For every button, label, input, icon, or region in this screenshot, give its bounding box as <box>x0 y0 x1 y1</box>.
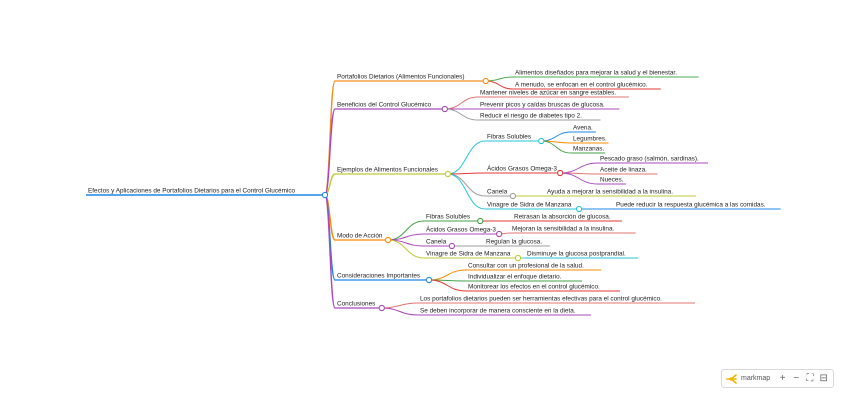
branch-node-4: Consideraciones Importantes <box>337 273 420 280</box>
link-branch-4-child-0 <box>429 269 467 281</box>
mindmap-links <box>86 76 781 316</box>
zoom-in-button[interactable]: + <box>779 373 786 384</box>
toggle-circle-3-1[interactable] <box>495 230 503 238</box>
leaf-node-2-0-0: Avena. <box>573 125 593 132</box>
leaf-node-2-1-1: Aceite de linaza. <box>600 167 647 174</box>
link-child-2-0-leaf-0 <box>541 131 572 142</box>
toggle-circle-4[interactable] <box>425 276 433 284</box>
link-branch-1-child-0 <box>444 96 479 110</box>
leaf-node-2-0-1: Legumbres. <box>573 136 607 143</box>
link-root-branch-5 <box>324 194 336 309</box>
child-node-2-1: Ácidos Grasos Omega-3 <box>487 164 557 173</box>
branch-node-1: Beneficios del Control Glucémico <box>337 102 432 109</box>
child-node-3-1: Ácidos Grasos Omega-3 <box>426 225 496 234</box>
child-node-4-0: Consultar con un profesional de la salud… <box>468 263 584 270</box>
child-node-5-0: Los portafolios dietarios pueden ser her… <box>420 296 662 303</box>
child-node-2-2: Canela <box>487 189 508 196</box>
link-child-2-1-leaf-0 <box>560 162 599 174</box>
toggle-circle-3[interactable] <box>384 236 392 244</box>
child-node-3-0: Fibras Solubles <box>426 214 470 221</box>
toggle-circle-2-3[interactable] <box>575 205 583 213</box>
zoom-out-button[interactable]: − <box>793 373 800 384</box>
link-branch-5-child-1 <box>381 307 419 316</box>
child-node-5-1: Se deben incorporar de manera consciente… <box>420 308 576 315</box>
leaf-node-2-1-0: Pescado graso (salmón, sardinas). <box>600 156 699 163</box>
child-node-1-2: Reducir el riesgo de diabetes tipo 2. <box>480 113 582 120</box>
branch-node-0: Portafolios Dietarios (Alimentos Funcion… <box>337 74 465 81</box>
leaf-node-3-3-0: Disminuye la glucosa postprandial. <box>527 251 626 258</box>
child-node-0-0: Alimentos diseñados para mejorar la salu… <box>515 70 677 77</box>
child-node-1-1: Prevenir picos y caídas bruscas de gluco… <box>480 102 605 109</box>
fit-window-button[interactable]: ⛶ <box>806 373 814 384</box>
leaf-node-2-3-0: Puede reducir la respuesta glucémica a l… <box>616 202 766 209</box>
leaf-node-2-1-2: Nueces. <box>600 177 624 184</box>
toggle-circle-2-1[interactable] <box>557 169 564 177</box>
leaf-node-3-0-0: Retrasan la absorción de glucosa. <box>514 214 611 221</box>
branch-node-3: Modo de Acción <box>337 233 383 240</box>
link-branch-4-child-2 <box>429 279 467 292</box>
leaf-node-3-2-0: Regulan la glucosa. <box>486 239 542 246</box>
markmap-brand-label: markmap <box>741 375 771 382</box>
link-branch-5-child-0 <box>381 302 419 309</box>
link-child-2-1-leaf-2 <box>560 172 599 185</box>
root-node: Efectos y Aplicaciones de Portafolios Di… <box>88 188 296 195</box>
child-node-2-0: Fibras Solubles <box>487 134 531 141</box>
toggle-circle-2-2[interactable] <box>509 192 517 200</box>
toggle-circle-2[interactable] <box>444 170 452 178</box>
link-root-branch-0 <box>324 80 336 196</box>
child-node-4-1: Individualizar el enfoque dietario. <box>468 274 562 281</box>
toggle-circle-root[interactable] <box>321 191 329 199</box>
toggle-circle-5[interactable] <box>378 304 385 312</box>
leaf-node-2-0-2: Manzanas. <box>573 146 604 153</box>
child-node-1-0: Mantener niveles de azúcar en sangre est… <box>480 90 616 97</box>
link-branch-2-child-3 <box>447 173 486 210</box>
link-child-2-0-leaf-2 <box>541 140 572 154</box>
leaf-node-3-1-0: Mejoran la sensibilidad a la insulina. <box>512 226 615 233</box>
link-branch-0-child-1 <box>485 80 514 90</box>
branch-node-5: Conclusiones <box>337 301 375 308</box>
link-branch-0-child-0 <box>485 76 514 82</box>
toggle-circle-3-2[interactable] <box>448 242 456 250</box>
markmap-logo-icon <box>726 373 737 384</box>
markmap-brand[interactable]: markmap <box>726 373 771 384</box>
link-branch-1-child-2 <box>444 108 479 121</box>
branch-node-2: Ejemplos de Alimentos Funcionales <box>337 167 438 174</box>
leaf-node-2-2-0: Ayuda a mejorar la sensibilidad a la ins… <box>547 189 673 196</box>
link-branch-3-child-3 <box>388 239 425 259</box>
toggle-circle-3-0[interactable] <box>477 217 484 225</box>
toggle-circle-0[interactable] <box>482 77 489 85</box>
link-branch-2-child-2 <box>447 173 486 197</box>
child-node-4-2: Monitorear los efectos en el control glu… <box>468 284 600 291</box>
mindmap-toolbar: markmap + − ⛶ ⊟ <box>721 369 834 388</box>
child-node-0-1: A menudo, se enfocan en el control glucé… <box>515 82 648 89</box>
link-branch-2-child-0 <box>447 140 486 175</box>
toggle-recursive-button[interactable]: ⊟ <box>819 373 828 384</box>
toggle-circle-2-0[interactable] <box>538 137 545 145</box>
toggle-circle-1[interactable] <box>441 105 448 113</box>
mindmap-nodes: Efectos y Aplicaciones de Portafolios Di… <box>88 70 766 315</box>
child-node-2-3: Vinagre de Sidra de Manzana <box>487 202 572 209</box>
child-node-3-2: Canela <box>426 239 447 246</box>
toggle-circle-3-3[interactable] <box>514 254 522 262</box>
child-node-3-3: Vinagre de Sidra de Manzana <box>426 251 511 258</box>
